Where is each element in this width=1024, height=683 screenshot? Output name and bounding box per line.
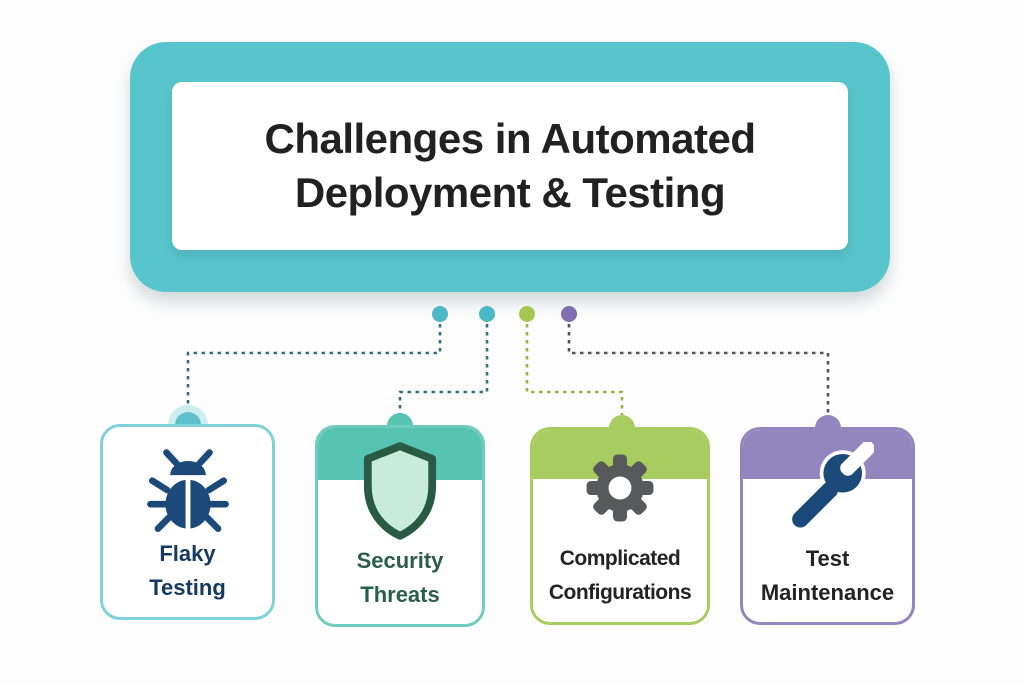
connector-dot-4 (561, 306, 577, 322)
connector-dot-2 (479, 306, 495, 322)
bug-icon (141, 445, 235, 539)
connector-line-2 (398, 324, 489, 419)
header-box: Challenges in Automated Deployment & Tes… (130, 42, 890, 292)
connector-line-4 (567, 324, 830, 421)
connector-dot-3 (519, 306, 535, 322)
card-complicated-configurations: Complicated Configurations (530, 427, 710, 625)
card-title: Test Maintenance (760, 546, 895, 605)
card-security-threats: Security Threats (315, 425, 485, 627)
card-title: Flaky Testing (149, 541, 226, 600)
card-test-maintenance: Test Maintenance (740, 427, 915, 625)
page-title-line-1: Challenges in Automated (264, 115, 756, 162)
page-title-line-2: Deployment & Testing (294, 169, 726, 216)
card-title: Complicated Configurations (548, 547, 692, 604)
card-connector-bump (609, 415, 635, 429)
card-title: Security Threats (356, 548, 444, 607)
card-connector-bump (387, 413, 413, 427)
shield-icon (361, 442, 439, 540)
page-title: Challenges in Automated Deployment & Tes… (264, 112, 756, 220)
connector-line-3 (525, 324, 624, 421)
wrench-icon (782, 442, 874, 534)
card-connector-bump (175, 412, 201, 426)
card-flaky-testing: Flaky Testing (100, 424, 275, 620)
connector-dot-1 (432, 306, 448, 322)
title-panel: Challenges in Automated Deployment & Tes… (172, 82, 848, 250)
card-connector-bump (815, 415, 841, 429)
connector-line-1 (186, 324, 442, 418)
gear-icon (576, 444, 664, 532)
